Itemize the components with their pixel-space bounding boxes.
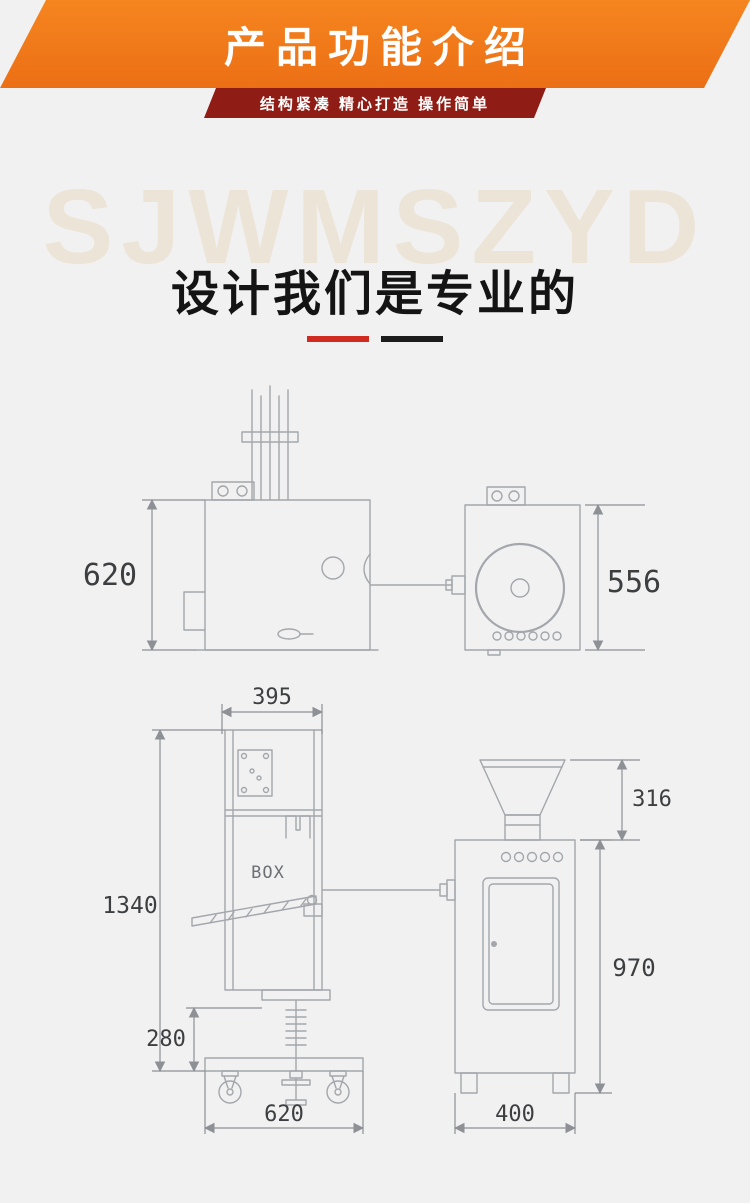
top-right-machine-view	[464, 486, 581, 656]
dim-hopper-height: 316	[570, 758, 672, 842]
dim-label-400: 400	[495, 1102, 535, 1127]
hero-section: SJWMSZYD 设计我们是专业的	[0, 118, 750, 378]
page-subtitle: 结构紧凑 精心打造 操作简单	[259, 95, 491, 113]
dim-front-height: 1340	[102, 728, 225, 1073]
dim-left-view-height: 620	[83, 498, 205, 652]
dim-label-1340: 1340	[102, 893, 157, 919]
underline-black-bar	[381, 336, 443, 342]
dim-front-width: 395	[220, 685, 324, 734]
dim-side-height: 970	[575, 838, 656, 1095]
dim-label-620-bottom: 620	[264, 1102, 304, 1127]
dim-label-280: 280	[146, 1027, 186, 1052]
watermark-text: SJWMSZYD	[42, 168, 708, 286]
page-title: 产品功能介绍	[223, 23, 536, 71]
dim-label-395: 395	[252, 685, 292, 710]
header-banner: 产品功能介绍 结构紧凑 精心打造 操作简单	[0, 0, 750, 118]
technical-drawings: 620 556	[0, 378, 750, 1193]
dim-side-width: 400	[453, 1093, 577, 1134]
banner-orange-ribbon: 产品功能介绍	[0, 0, 750, 88]
banner-red-ribbon: 结构紧凑 精心打造 操作简单	[204, 88, 546, 118]
dim-label-316: 316	[632, 787, 672, 812]
bottom-left-machine-view: BOX	[191, 729, 456, 1106]
dim-label-620-left: 620	[83, 558, 137, 593]
machine-dimension-diagram: 620 556	[83, 385, 672, 1134]
hero-title: 设计我们是专业的	[170, 268, 579, 321]
dim-right-view-height: 556	[585, 503, 661, 652]
top-left-machine-view	[183, 385, 466, 651]
dim-label-556: 556	[607, 565, 661, 600]
dim-label-970: 970	[612, 954, 655, 982]
dim-base-height: 280	[146, 1006, 262, 1073]
underline-red-bar	[307, 336, 369, 342]
box-label: BOX	[251, 863, 285, 883]
hero-underline	[0, 336, 750, 342]
bottom-right-machine-view	[454, 759, 576, 1094]
dim-base-width: 620	[203, 1071, 365, 1134]
